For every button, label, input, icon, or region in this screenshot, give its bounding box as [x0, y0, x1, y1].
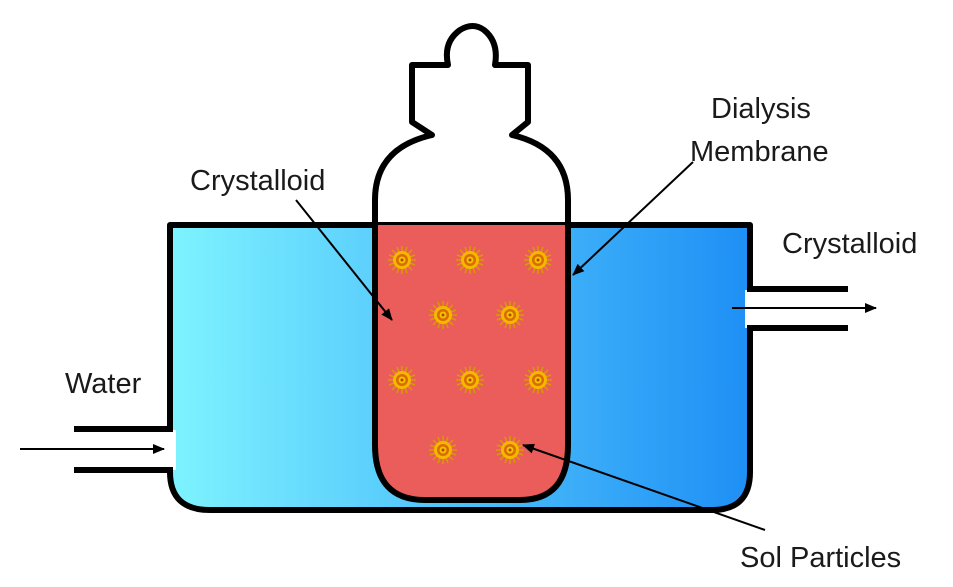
water-label: Water [65, 368, 142, 400]
dialysis-membrane-arrow [572, 161, 694, 276]
sol-particle [455, 365, 485, 395]
sol-particle [495, 300, 525, 330]
membrane-label: Membrane [690, 136, 829, 168]
sol-particle [455, 245, 485, 275]
sol-particle [523, 245, 553, 275]
crystalloid-left-arrow [295, 199, 393, 321]
crystalloid-right-label: Crystalloid [782, 228, 917, 260]
sol-particles-label: Sol Particles [740, 542, 901, 574]
crystalloid-left-label: Crystalloid [190, 165, 325, 197]
sol-particles-arrow [522, 443, 766, 531]
sol-particle [387, 365, 417, 395]
sol-particle [428, 435, 458, 465]
sol-particle [428, 300, 458, 330]
dialysis-membrane-bottle [372, 23, 571, 503]
sol-region [375, 225, 568, 500]
sol-particle [523, 365, 553, 395]
sol-particle [387, 245, 417, 275]
sol-particle [495, 435, 525, 465]
dialysis-label: Dialysis [711, 93, 811, 125]
